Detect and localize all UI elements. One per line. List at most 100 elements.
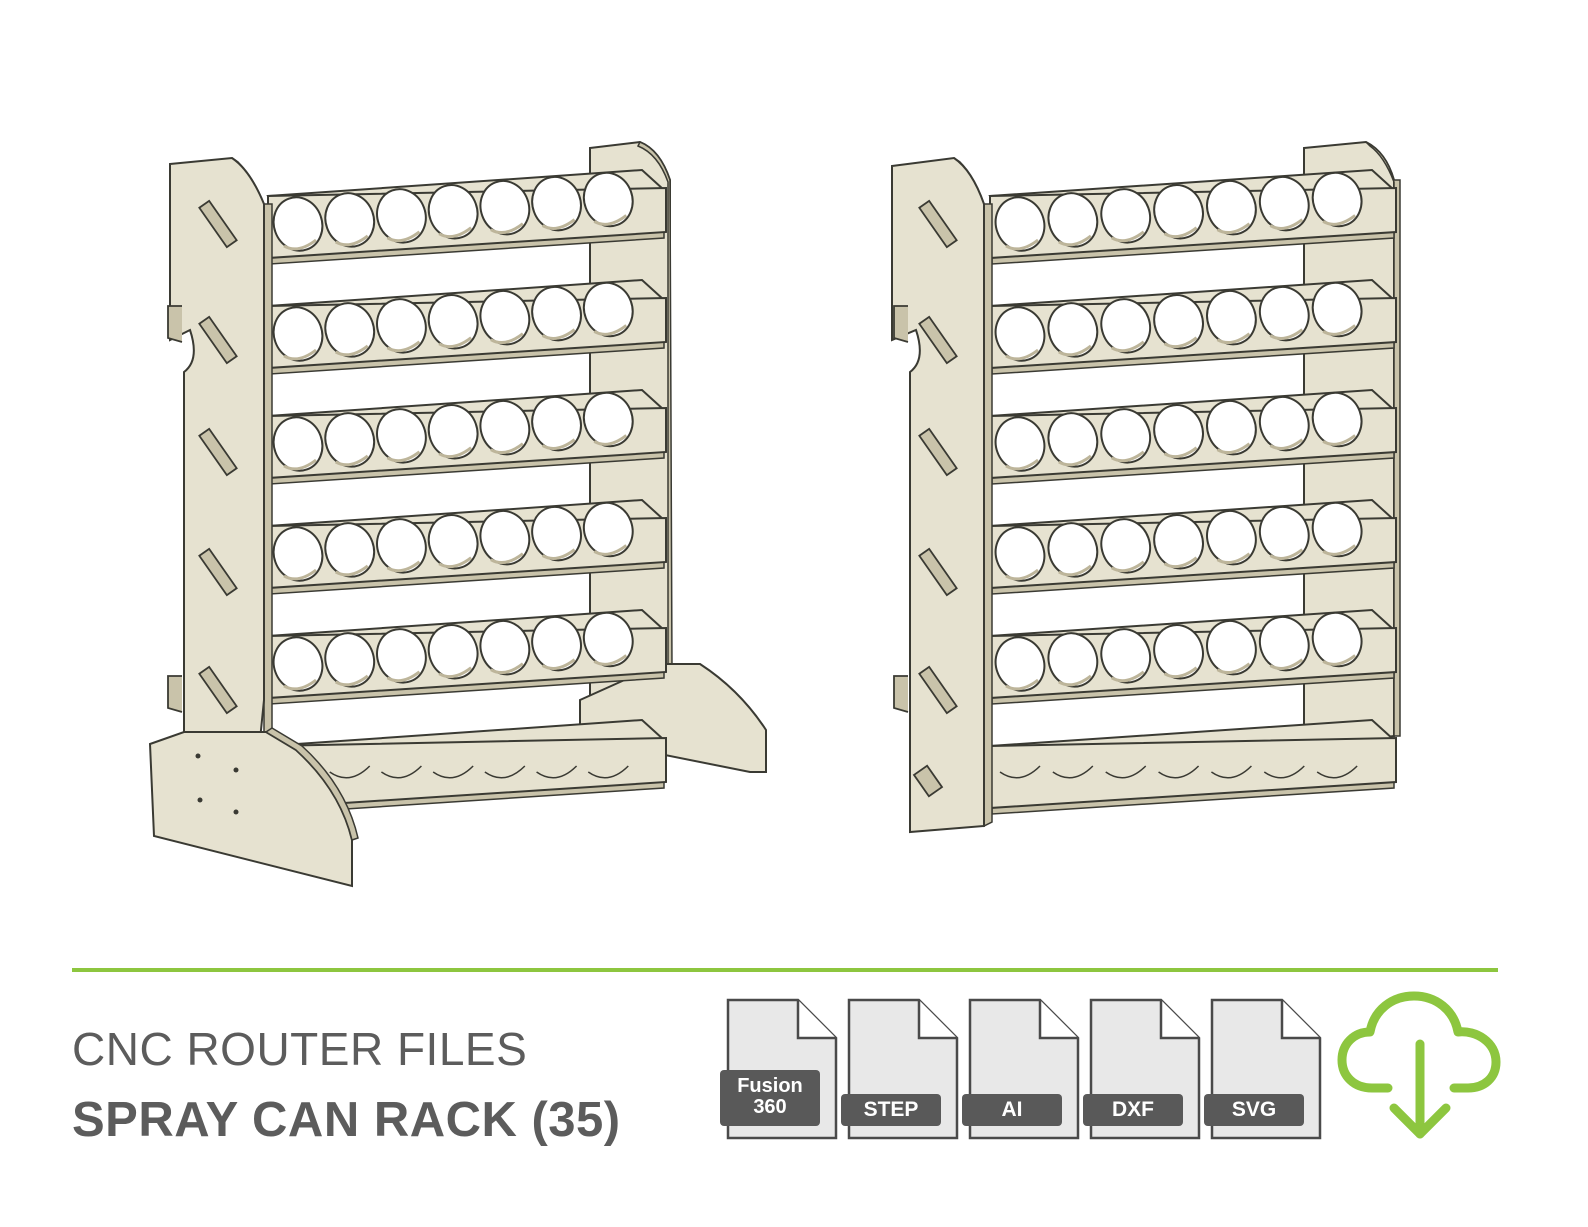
can-hole bbox=[479, 179, 531, 236]
bottom-tray bbox=[266, 718, 667, 815]
can-hole bbox=[531, 615, 582, 672]
file-format-label: STEP bbox=[863, 1098, 919, 1121]
rack-render-wall-mount bbox=[891, 140, 1401, 834]
panel-slot bbox=[912, 764, 944, 798]
can-hole bbox=[531, 505, 582, 562]
can-hole bbox=[479, 619, 531, 676]
side-panel-left bbox=[891, 156, 985, 834]
can-hole bbox=[427, 624, 479, 680]
can-hole bbox=[376, 408, 427, 464]
can-hole bbox=[1206, 179, 1257, 236]
bottom-tray bbox=[988, 718, 1397, 815]
can-hole bbox=[427, 514, 479, 570]
can-hole bbox=[479, 509, 531, 566]
file-format-2[interactable]: STEP bbox=[841, 998, 959, 1140]
can-hole bbox=[994, 636, 1046, 692]
can-hole bbox=[479, 399, 531, 456]
can-hole bbox=[1258, 395, 1310, 452]
file-format-3[interactable]: AI bbox=[962, 998, 1080, 1140]
file-format-label: DXF bbox=[1112, 1098, 1154, 1121]
panel-slot bbox=[198, 199, 238, 249]
can-hole bbox=[1100, 408, 1152, 464]
cloud-download-icon[interactable] bbox=[1336, 984, 1506, 1144]
can-hole bbox=[376, 298, 427, 354]
can-hole bbox=[1047, 412, 1099, 468]
can-hole bbox=[272, 636, 324, 692]
panel-slot bbox=[918, 547, 958, 597]
can-hole bbox=[1206, 399, 1257, 456]
can-hole bbox=[1153, 184, 1204, 240]
can-hole bbox=[1206, 509, 1257, 566]
can-hole bbox=[272, 526, 324, 582]
can-hole bbox=[1206, 289, 1257, 346]
can-hole bbox=[324, 302, 376, 358]
can-hole bbox=[994, 306, 1046, 362]
can-hole bbox=[582, 281, 634, 338]
panel-slot bbox=[918, 199, 958, 249]
file-format-5[interactable]: SVG bbox=[1204, 998, 1322, 1140]
can-hole bbox=[1311, 611, 1363, 668]
shelf bbox=[266, 608, 667, 705]
panel-slot bbox=[198, 547, 238, 597]
mount-tab bbox=[893, 675, 909, 713]
can-hole bbox=[272, 196, 324, 252]
can-hole bbox=[376, 188, 427, 244]
can-hole bbox=[427, 404, 479, 460]
can-hole bbox=[1153, 404, 1204, 460]
mount-tab bbox=[167, 675, 183, 713]
panel-slot bbox=[198, 315, 238, 365]
can-hole bbox=[272, 306, 324, 362]
can-hole bbox=[1047, 522, 1099, 578]
can-hole bbox=[1153, 514, 1204, 570]
shelf bbox=[266, 278, 667, 375]
shelf bbox=[266, 498, 667, 595]
shelf bbox=[988, 278, 1397, 375]
panel-slot bbox=[918, 315, 958, 365]
shelf bbox=[266, 388, 667, 485]
caption-product-name: SPRAY CAN RACK (35) bbox=[72, 1093, 621, 1147]
can-hole bbox=[531, 395, 582, 452]
can-hole bbox=[376, 628, 427, 684]
can-hole bbox=[324, 522, 376, 578]
can-hole bbox=[1153, 624, 1204, 680]
file-format-label: AI bbox=[1001, 1098, 1023, 1121]
can-hole bbox=[1100, 628, 1152, 684]
can-hole bbox=[272, 416, 324, 472]
panel-slot bbox=[198, 427, 238, 477]
can-hole bbox=[1047, 192, 1099, 248]
can-hole bbox=[1311, 171, 1363, 228]
shelf bbox=[988, 498, 1397, 595]
can-hole bbox=[994, 526, 1046, 582]
can-hole bbox=[582, 171, 634, 228]
can-hole bbox=[427, 294, 479, 350]
file-format-badge bbox=[841, 1094, 941, 1126]
can-hole bbox=[582, 391, 634, 448]
file-format-label: SVG bbox=[1231, 1098, 1277, 1121]
can-hole bbox=[994, 196, 1046, 252]
shelf bbox=[266, 168, 667, 265]
can-hole bbox=[1206, 619, 1257, 676]
panel-slot bbox=[198, 665, 238, 715]
panel-slot bbox=[918, 665, 958, 715]
can-hole bbox=[427, 184, 479, 240]
can-hole bbox=[324, 192, 376, 248]
can-hole bbox=[1258, 505, 1310, 562]
can-hole bbox=[1311, 281, 1363, 338]
can-hole bbox=[376, 518, 427, 574]
can-hole bbox=[1258, 615, 1310, 672]
can-hole bbox=[1047, 302, 1099, 358]
can-hole bbox=[582, 501, 634, 558]
mount-tab bbox=[893, 305, 909, 343]
panel-slot bbox=[918, 427, 958, 477]
can-hole bbox=[1153, 294, 1204, 350]
mount-tab bbox=[167, 305, 183, 343]
can-hole bbox=[324, 412, 376, 468]
file-format-badge bbox=[1083, 1094, 1183, 1126]
can-hole bbox=[479, 289, 531, 346]
caption-title: CNC ROUTER FILES bbox=[72, 1023, 528, 1075]
divider-line bbox=[72, 968, 1498, 972]
file-format-4[interactable]: DXF bbox=[1083, 998, 1201, 1140]
can-hole bbox=[531, 285, 582, 342]
